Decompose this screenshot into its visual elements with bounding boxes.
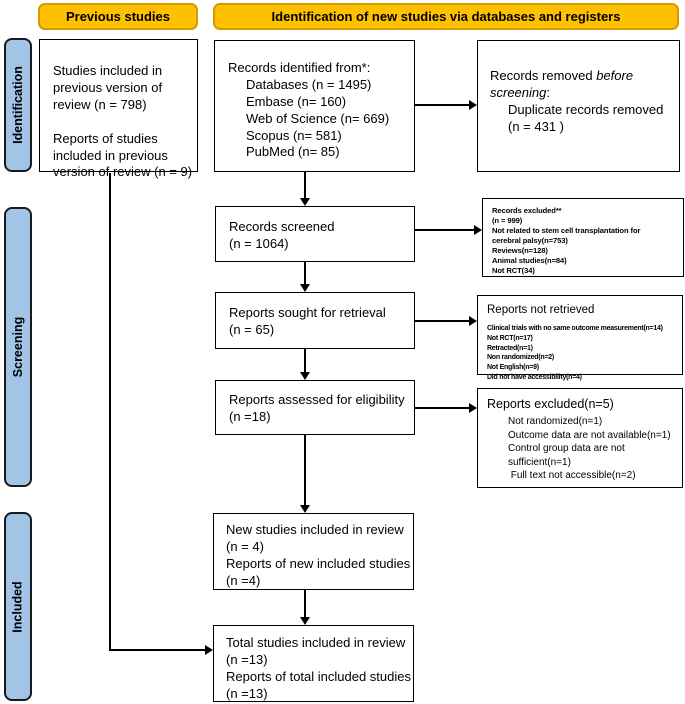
records-screened-text: Records screened (n = 1064): [229, 219, 335, 251]
stage-label-included-text: Included: [11, 580, 25, 633]
arrow-identified-to-removed-head: [469, 100, 477, 110]
header-identification-new-studies: Identification of new studies via databa…: [213, 3, 679, 30]
box-new-studies-included: New studies included in review (n = 4) R…: [213, 513, 414, 590]
box-reports-not-retrieved: Reports not retrieved Clinical trials wi…: [477, 295, 683, 381]
arrow-new-to-total-line: [304, 590, 306, 618]
reports-excluded-reasons: Not randomized(n=1) Outcome data are not…: [508, 416, 671, 482]
arrow-screened-to-sought-line: [304, 262, 306, 285]
arrow-new-to-total-head: [300, 617, 310, 625]
arrow-identified-to-screened-head: [300, 198, 310, 206]
stage-label-identification-text: Identification: [11, 66, 25, 144]
header-identification-new-studies-label: Identification of new studies via databa…: [271, 9, 621, 24]
arrow-screened-to-sought-head: [300, 284, 310, 292]
box-total-studies-included: Total studies included in review (n =13)…: [213, 625, 414, 702]
reports-assessed-text: Reports assessed for eligibility (n =18): [229, 392, 405, 424]
records-excluded-text: Records excluded** (n = 999) Not related…: [492, 206, 641, 276]
stage-label-screening: Screening: [4, 207, 32, 487]
box-records-screened: Records screened (n = 1064): [215, 206, 415, 262]
records-removed-title: Records removed before screening:: [490, 68, 634, 100]
stage-label-screening-text: Screening: [11, 316, 25, 378]
box-reports-excluded: Reports excluded(n=5) Not randomized(n=1…: [477, 388, 683, 488]
stage-label-identification: Identification: [4, 38, 32, 172]
arrow-previous-to-total-horizontal: [109, 649, 205, 651]
arrow-sought-to-assessed-line: [304, 349, 306, 373]
arrow-assessed-to-reports-excluded-line: [415, 407, 469, 409]
arrow-screened-to-excluded-head: [474, 225, 482, 235]
header-previous-studies: Previous studies: [38, 3, 198, 30]
arrow-identified-to-removed-line: [415, 104, 469, 106]
arrow-assessed-to-new-head: [300, 505, 310, 513]
arrow-previous-to-total-vertical: [109, 173, 111, 651]
arrow-assessed-to-reports-excluded-head: [469, 403, 477, 413]
header-previous-studies-label: Previous studies: [65, 9, 171, 24]
records-removed-detail: Duplicate records removed (n = 431 ): [508, 101, 664, 134]
box-previous-studies: Studies included in previous version of …: [39, 39, 198, 179]
total-studies-text: Total studies included in review (n =13)…: [226, 635, 411, 701]
records-identified-sources: Databases (n = 1495) Embase (n= 160) Web…: [246, 76, 390, 160]
arrow-assessed-to-new-line: [304, 435, 306, 506]
arrow-previous-to-total-head: [205, 645, 213, 655]
reports-sought-text: Reports sought for retrieval (n = 65): [229, 305, 386, 337]
reports-excluded-title: Reports excluded(n=5): [487, 397, 614, 411]
arrow-screened-to-excluded-line: [415, 229, 474, 231]
box-records-excluded: Records excluded** (n = 999) Not related…: [482, 198, 684, 277]
arrow-sought-to-not-retrieved-line: [415, 320, 469, 322]
new-studies-text: New studies included in review (n = 4) R…: [226, 522, 411, 588]
arrow-identified-to-screened-line: [304, 172, 306, 199]
box-reports-sought: Reports sought for retrieval (n = 65): [215, 292, 415, 349]
reports-not-retrieved-title: Reports not retrieved: [487, 304, 595, 316]
reports-not-retrieved-reasons: Clinical trials with no same outcome mea…: [487, 324, 663, 381]
box-records-identified: Records identified from*: Databases (n =…: [214, 40, 415, 172]
box-records-removed: Records removed before screening: Duplic…: [477, 40, 680, 172]
stage-label-included: Included: [4, 512, 32, 701]
records-identified-title: Records identified from*:: [228, 60, 371, 75]
arrow-sought-to-not-retrieved-head: [469, 316, 477, 326]
arrow-sought-to-assessed-head: [300, 372, 310, 380]
previous-studies-paragraph-2: Reports of studies included in previous …: [53, 130, 193, 180]
box-reports-assessed: Reports assessed for eligibility (n =18): [215, 380, 415, 435]
previous-studies-paragraph-1: Studies included in previous version of …: [53, 63, 163, 112]
